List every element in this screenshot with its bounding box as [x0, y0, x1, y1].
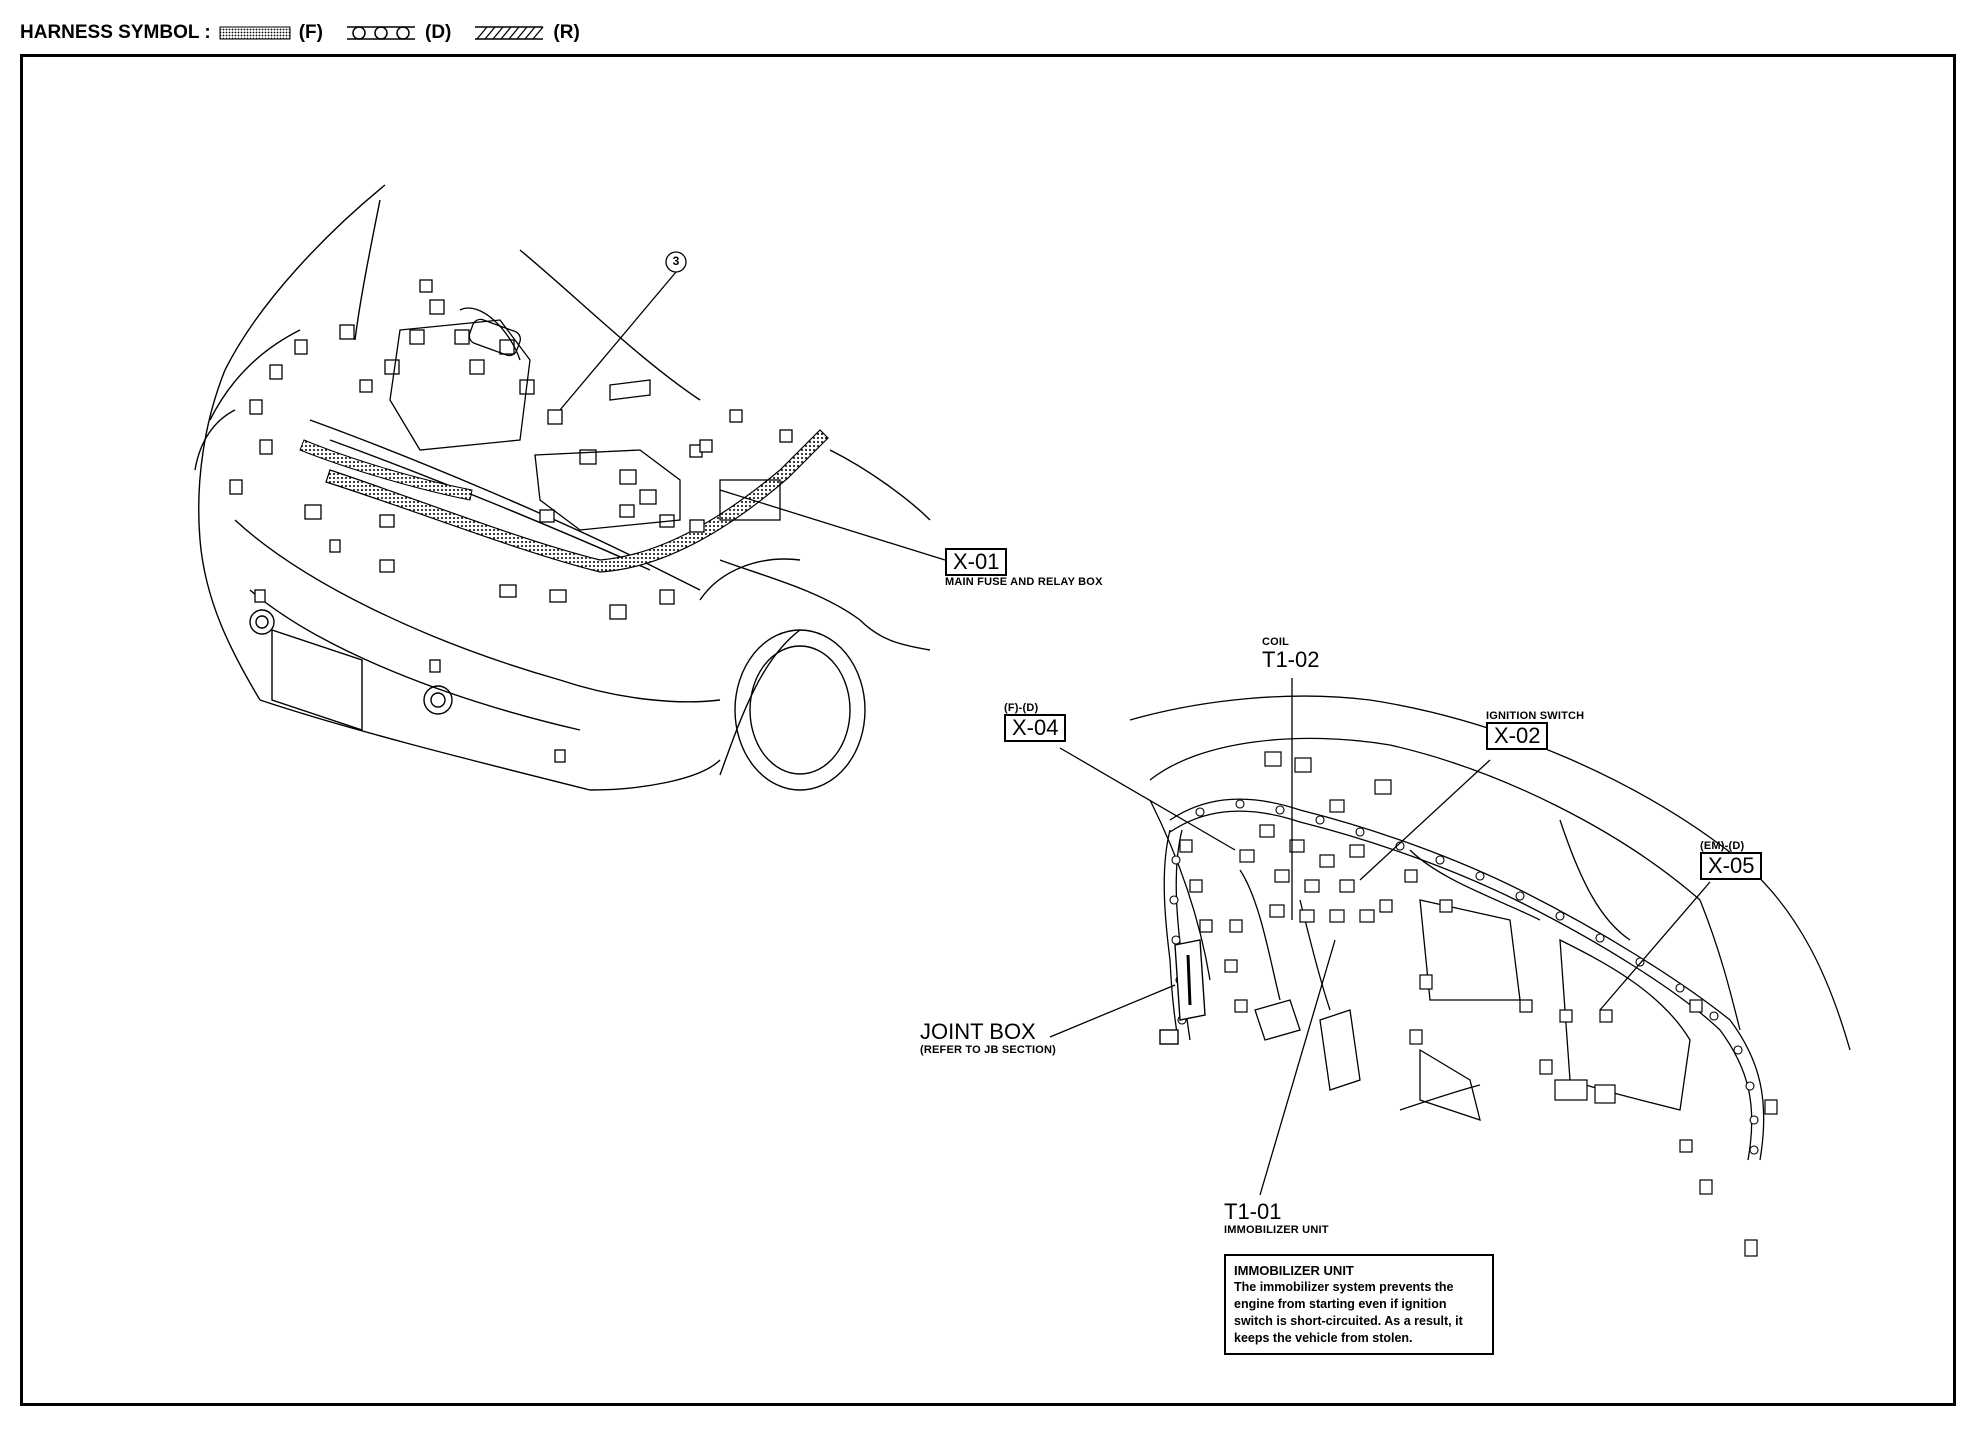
- x05-desc: (EM)-(D): [1700, 840, 1745, 852]
- legend-label: HARNESS SYMBOL :: [20, 22, 211, 43]
- callout-joint-box: JOINT BOX (REFER TO JB SECTION): [920, 1019, 1057, 1057]
- callout-x01: X-01 MAIN FUSE AND RELAY BOX: [945, 548, 1103, 588]
- joint-box-shape: [1159, 939, 1206, 1045]
- x05-code: X-05: [1700, 852, 1763, 880]
- harness-d-code: (D): [425, 22, 452, 43]
- harness-symbol-legend: HARNESS SYMBOL : (F) (D) (R): [20, 18, 580, 48]
- x01-code: X-01: [945, 548, 1008, 576]
- dash-leaders: [1049, 678, 1711, 1196]
- front-connectors: [229, 279, 793, 763]
- circle-3-marker: [665, 251, 687, 273]
- front-car-outline: [194, 184, 931, 791]
- front-leaders: [559, 271, 946, 561]
- callout-x04: (F)-(D) X-04: [1004, 702, 1067, 742]
- dash-harness-circles: [1195, 799, 1759, 1155]
- callout-t102: COIL T1-02: [1262, 636, 1319, 672]
- dashboard-outline: [1129, 695, 1851, 1121]
- engine-block: [389, 307, 781, 531]
- jointbox-code: JOINT BOX: [920, 1019, 1036, 1044]
- x04-code: X-04: [1004, 714, 1067, 742]
- dash-harness-left: [1163, 829, 1179, 1041]
- note-body: The immobilizer system prevents the engi…: [1234, 1280, 1463, 1345]
- x01-desc: MAIN FUSE AND RELAY BOX: [945, 576, 1103, 588]
- dash-connectors: [1179, 751, 1778, 1257]
- harness-r-code: (R): [553, 22, 580, 43]
- front-harness-band-2: [299, 439, 473, 501]
- callout-x05: (EM)-(D) X-05: [1700, 840, 1763, 880]
- x02-desc: IGNITION SWITCH: [1486, 710, 1585, 722]
- immobilizer-note-box: IMMOBILIZER UNIT The immobilizer system …: [1224, 1254, 1494, 1355]
- x04-desc: (F)-(D): [1004, 702, 1039, 714]
- harness-f-code: (F): [298, 22, 323, 43]
- harness-d-symbol: [347, 26, 415, 40]
- t101-desc: IMMOBILIZER UNIT: [1224, 1224, 1329, 1236]
- harness-f-symbol: [219, 26, 291, 40]
- t101-code: T1-01: [1224, 1199, 1282, 1224]
- callout-t101: T1-01 IMMOBILIZER UNIT: [1224, 1199, 1329, 1237]
- x02-code: X-02: [1486, 722, 1549, 750]
- note-title: IMMOBILIZER UNIT: [1234, 1263, 1354, 1278]
- dash-harness-main: [1169, 798, 1765, 1161]
- t102-desc: COIL: [1262, 636, 1290, 648]
- diagram-frame: [20, 54, 1956, 1406]
- t102-code: T1-02: [1262, 647, 1320, 672]
- circle-3-label: 3: [672, 254, 680, 268]
- jointbox-desc: (REFER TO JB SECTION): [920, 1044, 1057, 1056]
- callout-x02: IGNITION SWITCH X-02: [1486, 710, 1584, 750]
- callout-circle-3: 3: [668, 254, 684, 268]
- harness-r-symbol: [475, 26, 544, 40]
- front-harness-band: [325, 429, 829, 573]
